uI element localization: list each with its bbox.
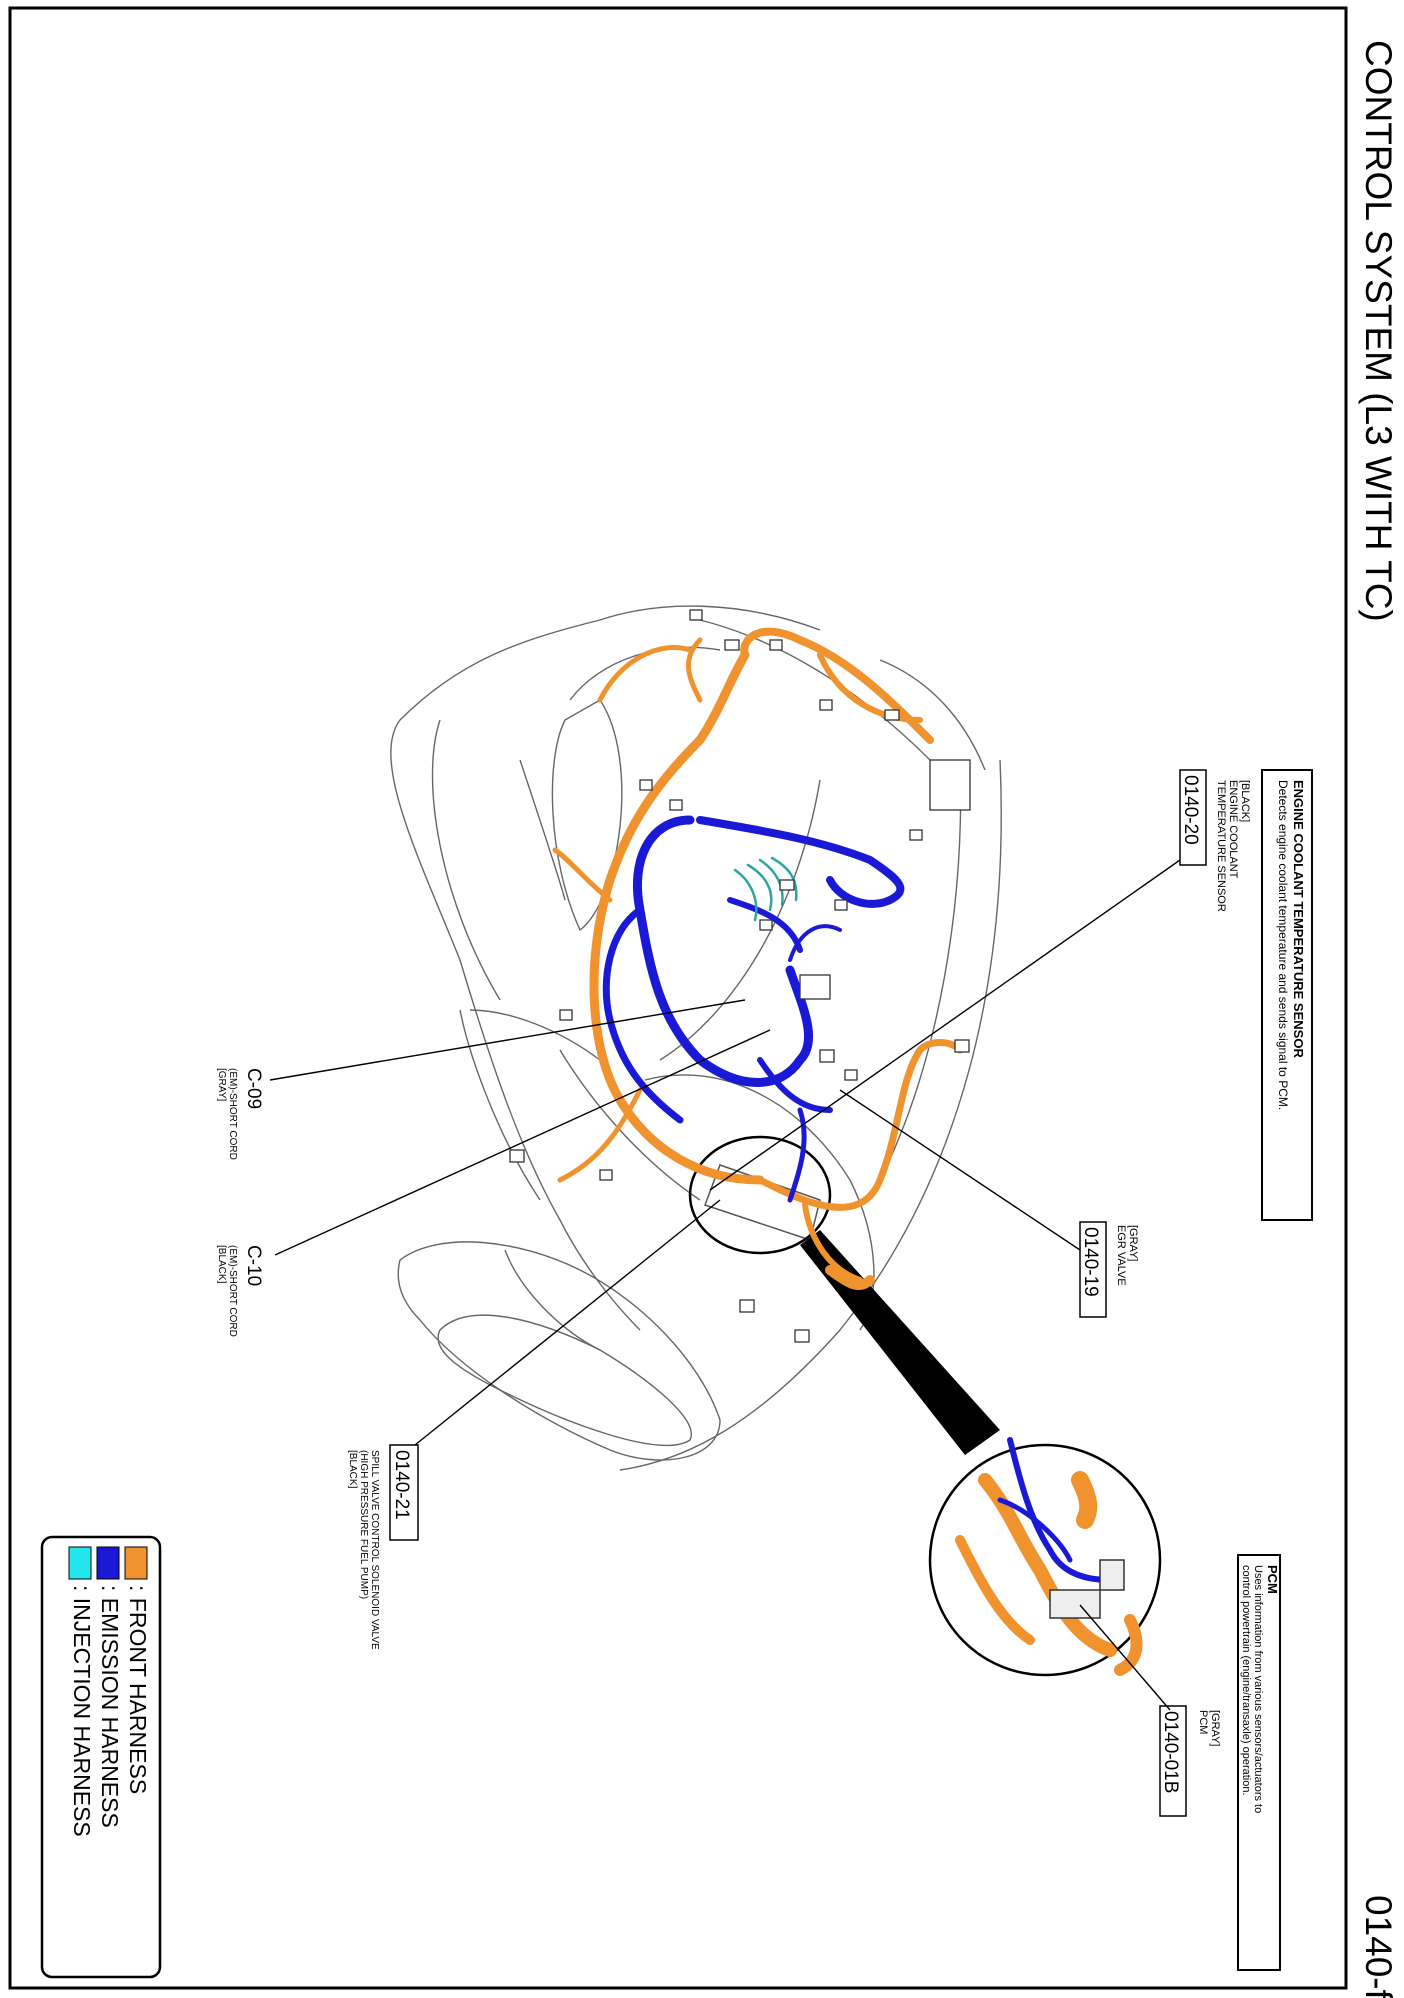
spill-valve-color-note: [BLACK] — [347, 1450, 358, 1489]
pcm-description-line1: Uses information from various sensors/ac… — [1252, 1565, 1264, 1813]
callout-c09: C-09 (EM)-SHORT CORD [GRAY] — [216, 1068, 264, 1160]
legend-swatch-emission — [96, 1546, 120, 1580]
callout-pcm: PCM Uses information from various sensor… — [1159, 1554, 1281, 1971]
c09-name: (EM)-SHORT CORD — [227, 1068, 238, 1160]
c10-name: (EM)-SHORT CORD — [227, 1245, 238, 1337]
pcm-code: 0140-01B — [1160, 1711, 1181, 1793]
ect-sensor-heading: ENGINE COOLANT TEMPERATURE SENSOR — [1291, 780, 1306, 1058]
callout-c10: C-10 (EM)-SHORT CORD [BLACK] — [216, 1245, 264, 1337]
legend-label-front: : FRONT HARNESS — [125, 1585, 151, 1794]
connectors — [509, 609, 971, 1343]
ect-sensor-code: 0140-20 — [1180, 775, 1201, 845]
c10-color-note: [BLACK] — [216, 1245, 227, 1284]
zoom-source-circle — [688, 1135, 832, 1255]
pcm-heading: PCM — [1265, 1565, 1280, 1594]
page-number: 0140-f — [1358, 1895, 1399, 1998]
zoom-detail-harness — [955, 1437, 1143, 1676]
vehicle-outline — [390, 605, 1002, 1471]
pcm-color-note: [GRAY] — [1209, 1710, 1221, 1746]
page-title: CONTROL SYSTEM (L3 WITH TC) — [1358, 40, 1399, 622]
callout-ect-sensor: ENGINE COOLANT TEMPERATURE SENSOR Detect… — [1179, 769, 1313, 1221]
c09-color-note: [GRAY] — [216, 1068, 227, 1101]
pcm-name: PCM — [1197, 1710, 1209, 1734]
callout-spill-valve: 0140-21 SPILL VALVE CONTROL SOLENOID VAL… — [347, 1444, 419, 1650]
egr-valve-color-note: [GRAY] — [1127, 1225, 1139, 1261]
legend-label-emission: : EMISSION HARNESS — [97, 1585, 123, 1828]
legend-swatch-front — [124, 1546, 148, 1580]
ect-sensor-color-note: [BLACK] — [1239, 780, 1251, 822]
zoom-detail-circle — [928, 1443, 1162, 1677]
pcm-description-line2: control powertrain (engine/transaxle) op… — [1240, 1565, 1252, 1796]
c09-code: C-09 — [243, 1068, 264, 1109]
callout-egr-valve: [GRAY] EGR VALVE 0140-19 — [1079, 1221, 1139, 1318]
spill-valve-name-line2: (HIGH PRESSURE FUEL PUMP) — [358, 1450, 369, 1599]
injection-harness — [733, 856, 798, 922]
egr-valve-code: 0140-19 — [1080, 1227, 1101, 1297]
legend-swatch-injection — [68, 1546, 92, 1580]
leader-lines — [269, 859, 1181, 1711]
ect-sensor-name-line2: TEMPERATURE SENSOR — [1215, 780, 1227, 912]
c10-code: C-10 — [243, 1245, 264, 1286]
ect-sensor-description: Detects engine coolant temperature and s… — [1276, 780, 1290, 1110]
spill-valve-name-line1: SPILL VALVE CONTROL SOLENOID VALVE — [369, 1450, 380, 1650]
page-frame — [8, 6, 1348, 1990]
harness-legend: : FRONT HARNESS : EMISSION HARNESS : INJ… — [40, 1535, 162, 1979]
egr-valve-name: EGR VALVE — [1115, 1225, 1127, 1286]
ect-sensor-name-line1: ENGINE COOLANT — [1227, 780, 1239, 879]
front-harness — [552, 627, 964, 1291]
pcm-connector — [1049, 1589, 1101, 1619]
emission-harness — [602, 815, 905, 1203]
spill-valve-code: 0140-21 — [391, 1450, 412, 1520]
legend-label-injection: : INJECTION HARNESS — [69, 1585, 95, 1837]
